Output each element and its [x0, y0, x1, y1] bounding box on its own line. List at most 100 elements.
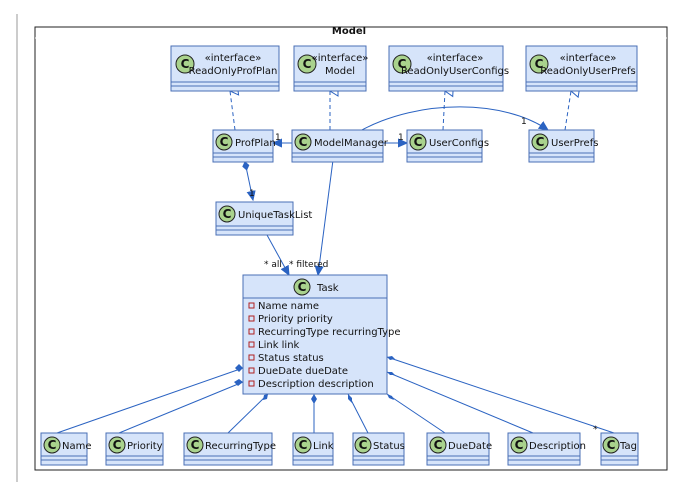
svg-text:C: C — [298, 280, 307, 294]
diamond-name — [235, 364, 243, 372]
class-name: ReadOnlyUserPrefs — [540, 66, 635, 77]
assoc-modelmanager-userprefs — [359, 106, 548, 132]
class-badge-icon — [510, 436, 528, 454]
assoc-task-priority — [118, 381, 244, 434]
svg-text:C: C — [299, 438, 308, 452]
class-modelmanager[interactable]: C ModelManager — [291, 129, 389, 163]
edges: 1 1 1 1 * all * filtered * — [56, 84, 615, 435]
interface-readonlyuserprefs[interactable]: C «interface» ReadOnlyUserPrefs — [525, 45, 638, 92]
svg-text:C: C — [220, 135, 229, 149]
class-name: UniqueTaskList — [238, 210, 312, 221]
class-duedate[interactable]: C DueDate — [426, 432, 492, 466]
private-icon — [248, 302, 255, 309]
class-badge-icon — [531, 133, 549, 151]
class-description[interactable]: C Description — [507, 432, 586, 466]
attribute: Description description — [258, 379, 374, 390]
class-badge-icon — [293, 278, 311, 296]
class-tag[interactable]: C Tag — [600, 432, 639, 466]
svg-text:C: C — [398, 57, 407, 71]
attribute: Name name — [258, 301, 319, 312]
interface-readonlyuserconfigs[interactable]: C «interface» ReadOnlyUserConfigs — [388, 45, 509, 92]
stereotype: «interface» — [205, 53, 262, 64]
private-icon — [248, 341, 255, 348]
class-name: Model — [325, 66, 355, 77]
package-frame: Model — [16, 14, 668, 482]
svg-text:C: C — [48, 438, 57, 452]
class-name-value[interactable]: C Name — [40, 432, 92, 466]
private-icon — [248, 367, 255, 374]
svg-text:C: C — [536, 135, 545, 149]
mult-userconfigs: 1 — [398, 133, 404, 143]
mult-uniquetasklist: 1 — [249, 189, 255, 199]
diamond-tag — [387, 356, 395, 360]
assoc-task-description — [386, 371, 534, 434]
diamond-link — [311, 394, 317, 404]
assoc-task-recurringtype — [227, 393, 269, 434]
class-badge-icon — [297, 54, 317, 74]
mult-userprefs: 1 — [521, 117, 527, 127]
class-badge-icon — [294, 436, 312, 454]
assoc-task-duedate — [386, 393, 446, 434]
class-badge-icon — [218, 205, 236, 223]
class-name: ModelManager — [314, 138, 389, 149]
svg-text:C: C — [359, 438, 368, 452]
assoc-profplan-uniquetasklist — [245, 162, 253, 200]
class-badge-icon — [294, 133, 312, 151]
svg-text:C: C — [223, 207, 232, 221]
private-icon — [248, 328, 255, 335]
attribute: Link link — [258, 340, 300, 351]
svg-text:C: C — [303, 57, 312, 71]
svg-text:C: C — [515, 438, 524, 452]
stereotype: «interface» — [560, 53, 617, 64]
class-badge-icon — [429, 436, 447, 454]
attribute: Priority priority — [258, 314, 333, 325]
assoc-task-tag — [386, 356, 615, 434]
assoc-task-name — [56, 367, 244, 434]
svg-text:C: C — [191, 438, 200, 452]
interface-model[interactable]: C «interface» Model — [293, 45, 369, 92]
class-name: Name — [62, 441, 92, 452]
package-title: Model — [332, 26, 366, 37]
interface-readonlyprofplan[interactable]: C «interface» ReadOnlyProfPlan — [170, 45, 280, 92]
private-icon — [248, 380, 255, 387]
diamond-status — [348, 394, 352, 403]
class-uniquetasklist[interactable]: C UniqueTaskList — [215, 201, 312, 236]
class-name: UserPrefs — [551, 138, 598, 149]
diamond-recurringtype — [263, 394, 268, 400]
class-priority[interactable]: C Priority — [105, 432, 164, 466]
diamond-priority — [234, 379, 243, 386]
stereotype: «interface» — [427, 53, 484, 64]
private-icon — [248, 354, 255, 361]
class-name: ReadOnlyProfPlan — [189, 66, 278, 77]
class-profplan[interactable]: C ProfPlan — [212, 129, 276, 163]
class-name: RecurringType — [205, 441, 276, 452]
diamond-description — [387, 372, 395, 375]
class-recurringtype[interactable]: C RecurringType — [183, 432, 276, 466]
svg-text:C: C — [299, 135, 308, 149]
attribute: RecurringType recurringType — [258, 327, 401, 338]
svg-text:C: C — [414, 135, 423, 149]
private-icon — [248, 315, 255, 322]
mult-profplan: 1 — [275, 133, 281, 143]
svg-text:C: C — [113, 438, 122, 452]
task-attributes: Name name Priority priority RecurringTyp… — [248, 301, 401, 390]
svg-text:C: C — [535, 57, 544, 71]
stereotype: «interface» — [312, 53, 369, 64]
class-name: Tag — [619, 441, 637, 452]
class-name: Link — [313, 441, 334, 452]
class-badge-icon — [43, 436, 61, 454]
class-task[interactable]: C Task Name name Priority priority Recur… — [242, 274, 401, 395]
class-name: Status — [373, 441, 405, 452]
mult-tag: * — [593, 425, 598, 435]
class-userconfigs[interactable]: C UserConfigs — [406, 129, 489, 163]
class-link[interactable]: C Link — [292, 432, 334, 466]
class-name: UserConfigs — [429, 138, 489, 149]
class-badge-icon — [108, 436, 126, 454]
class-badge-icon — [392, 54, 412, 74]
class-status[interactable]: C Status — [352, 432, 405, 466]
class-badge-icon — [409, 133, 427, 151]
class-name: Task — [316, 283, 339, 294]
svg-text:C: C — [607, 438, 616, 452]
class-userprefs[interactable]: C UserPrefs — [528, 129, 598, 163]
